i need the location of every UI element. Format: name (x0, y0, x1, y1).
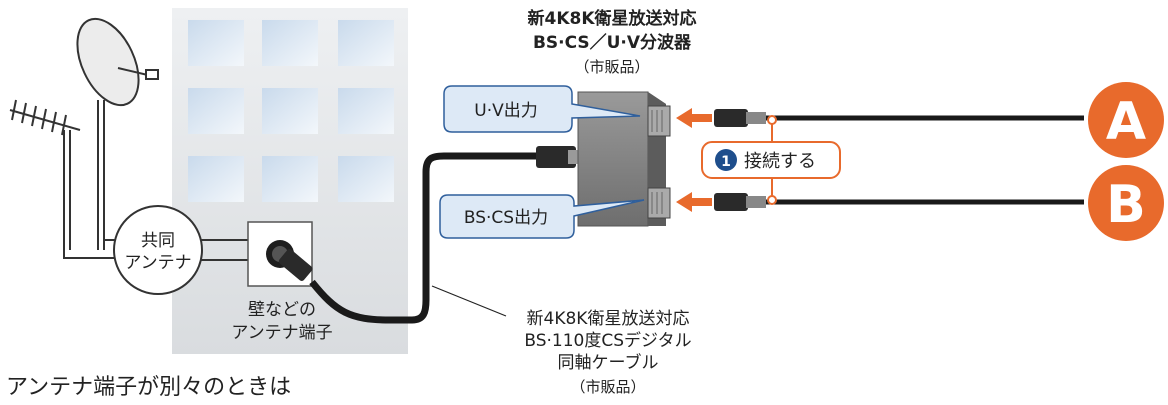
badge-b (1088, 165, 1164, 241)
badge-a (1088, 82, 1164, 158)
step-number: 1 (721, 154, 731, 170)
satellite-dish-icon (76, 17, 159, 250)
cable-note: （市販品） (570, 378, 645, 396)
cable-label-2: BS·110度CSデジタル (524, 330, 691, 351)
wall-terminal-label-1: 壁などの (248, 300, 316, 320)
common-antenna-label-2: アンテナ (124, 253, 191, 273)
cable-label-1: 新4K8K衛星放送対応 (527, 309, 690, 329)
cable-plug-in (536, 146, 580, 168)
uv-output-callout (443, 85, 641, 133)
wall-terminal-label-2: アンテナ端子 (231, 323, 332, 343)
splitter-port-bscs (647, 187, 671, 219)
uv-output-label: U·V出力 (474, 101, 537, 121)
wall-terminal (247, 221, 313, 287)
plug-b (714, 193, 766, 211)
splitter-port-uv (647, 105, 671, 137)
building-windows (188, 20, 394, 202)
plug-a (714, 109, 766, 127)
yagi-antenna-icon (9, 99, 81, 250)
splitter-title-1: 新4K8K衛星放送対応 (527, 8, 696, 29)
step-number-badge (715, 149, 737, 171)
common-antenna-label-1: 共同 (141, 231, 175, 251)
badge-b-label: B (1106, 175, 1146, 235)
badge-a-label: A (1106, 92, 1146, 152)
splitter-note: （市販品） (574, 58, 649, 76)
cable-label-3: 同軸ケーブル (558, 352, 659, 373)
coax-cable (309, 152, 540, 324)
splitter-title-2: BS·CS／U·V分波器 (533, 32, 692, 53)
step-label: 接続する (744, 151, 816, 172)
common-antenna (113, 205, 203, 295)
bscs-output-label: BS·CS出力 (464, 208, 548, 228)
bscs-output-callout (439, 194, 645, 239)
arrow-left-icon (676, 108, 712, 212)
footer-text: アンテナ端子が別々のときは (6, 375, 291, 400)
building (172, 8, 408, 354)
cable-leader-line (431, 285, 507, 317)
step-connector (701, 115, 841, 205)
